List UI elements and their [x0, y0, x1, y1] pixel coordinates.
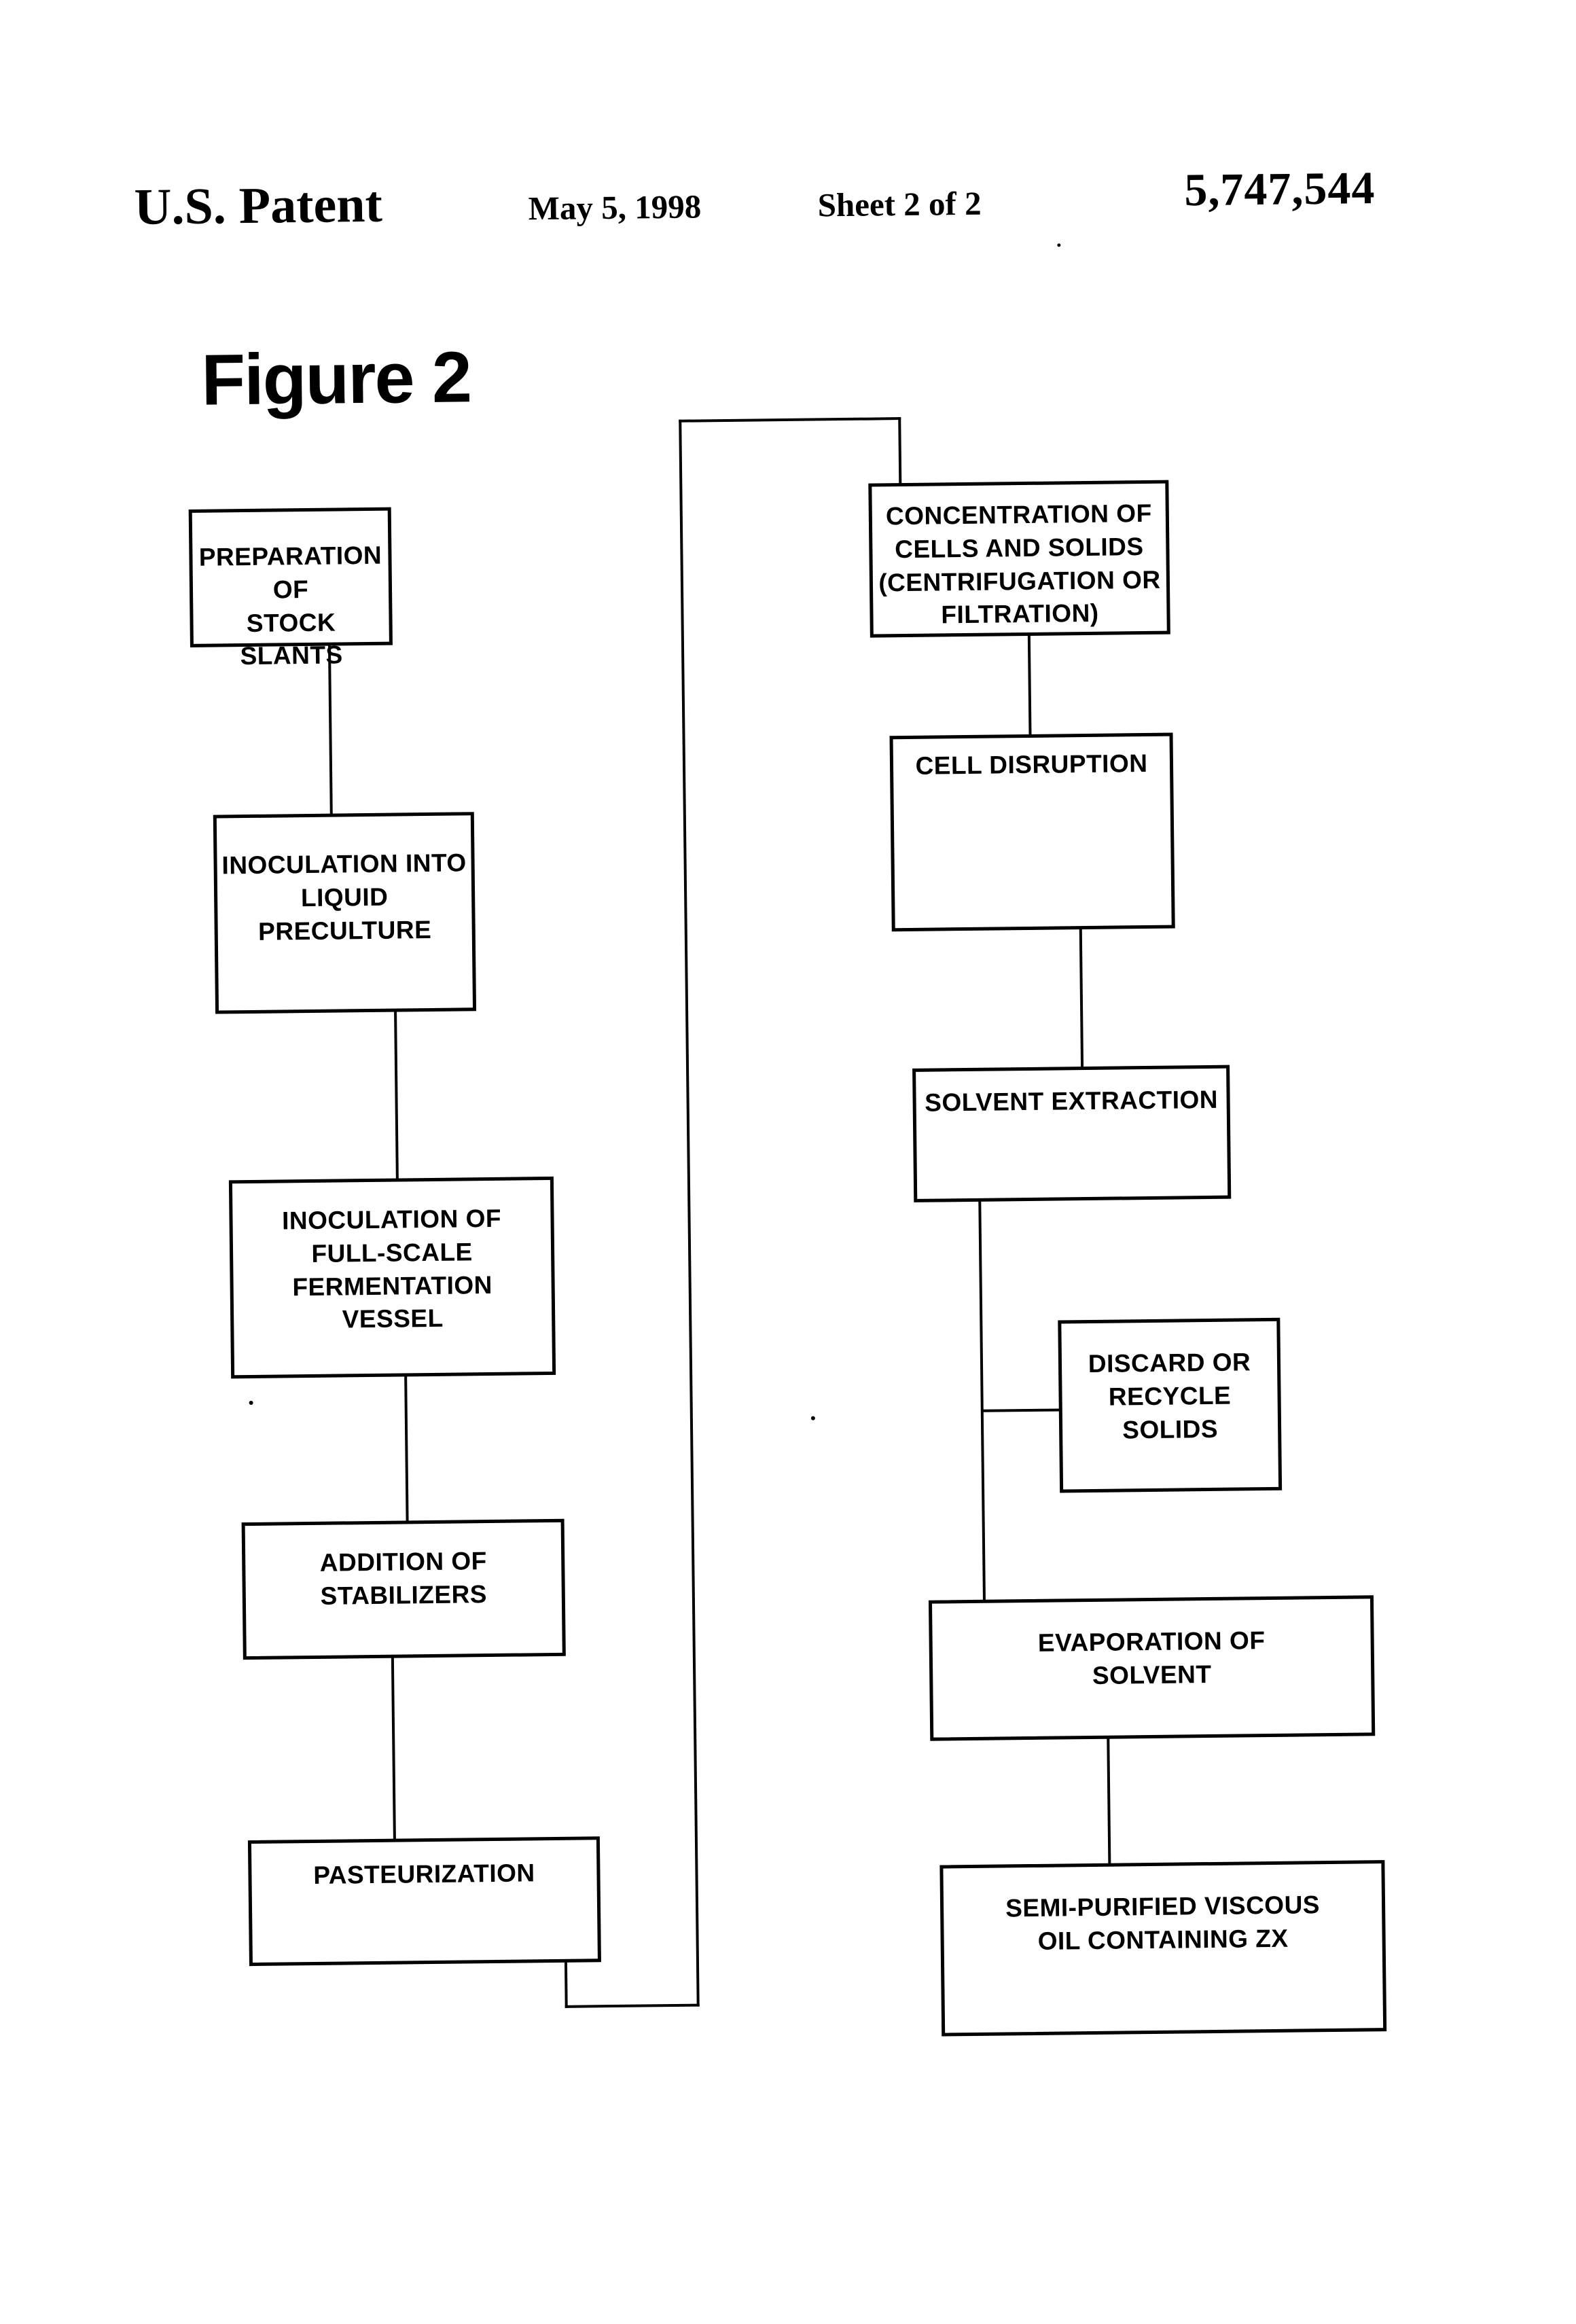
flow-box-label: CONCENTRATION OF CELLS AND SOLIDS (CENTR… — [878, 499, 1161, 629]
header-sheet-number: Sheet 2 of 2 — [817, 184, 982, 224]
flow-box-label: PREPARATION OF STOCK SLANTS — [198, 541, 382, 671]
flow-box-solvent-extraction: SOLVENT EXTRACTION — [912, 1065, 1232, 1202]
connector-fermentation-to-stabilizers — [404, 1375, 409, 1522]
scan-speck — [249, 1400, 253, 1406]
patent-number: 5,747,544 — [1183, 162, 1376, 216]
connector-evaporation-to-oil — [1107, 1737, 1111, 1865]
flow-box-label: SEMI-PURIFIED VISCOUS OIL CONTAINING ZX — [1005, 1891, 1321, 1955]
scan-speck — [1057, 243, 1061, 247]
flow-box-label: INOCULATION OF FULL-SCALE FERMENTATION V… — [281, 1204, 502, 1334]
flow-box-label: PASTEURIZATION — [313, 1859, 535, 1890]
connector-drop-to-concentration — [898, 417, 902, 486]
flow-box-stabilizers: ADDITION OF STABILIZERS — [241, 1518, 566, 1660]
connector-concentration-to-disruption — [1027, 634, 1032, 736]
connector-pasteurization-exit-stub — [564, 1961, 568, 2008]
flow-box-semi-purified-oil: SEMI-PURIFIED VISCOUS OIL CONTAINING ZX — [939, 1860, 1387, 2037]
patent-label: U.S. Patent — [134, 175, 383, 236]
flow-box-evaporation: EVAPORATION OF SOLVENT — [928, 1595, 1376, 1741]
flow-box-discard-recycle-solids: DISCARD OR RECYCLE SOLIDS — [1058, 1317, 1283, 1493]
scan-speck — [810, 1416, 815, 1420]
flow-box-label: INOCULATION INTO LIQUID PRECULTURE — [221, 848, 467, 946]
connector-bottom-horizontal — [565, 2003, 700, 2008]
connector-top-horizontal — [679, 417, 901, 423]
connector-branch-to-discard — [982, 1408, 1060, 1412]
flow-box-label: DISCARD OR RECYCLE SOLIDS — [1088, 1348, 1251, 1444]
figure-title: Figure 2 — [200, 337, 471, 421]
flow-box-pasteurization: PASTEURIZATION — [247, 1836, 601, 1967]
flow-box-label: EVAPORATION OF SOLVENT — [1037, 1626, 1266, 1690]
connector-long-vertical-riser — [679, 419, 700, 2007]
flow-box-stock-slants: PREPARATION OF STOCK SLANTS — [188, 507, 393, 671]
header-date: May 5, 1998 — [528, 187, 702, 228]
connector-stabilizers-to-pasteurization — [391, 1656, 396, 1840]
flow-box-fermentation-vessel: INOCULATION OF FULL-SCALE FERMENTATION V… — [228, 1176, 556, 1379]
connector-disruption-to-extraction — [1079, 928, 1084, 1069]
flow-box-label: ADDITION OF STABILIZERS — [319, 1547, 488, 1610]
patent-header: U.S. Patent May 5, 1998 Sheet 2 of 2 5,7… — [0, 0, 1564, 236]
flow-box-cell-disruption: CELL DISRUPTION — [889, 732, 1175, 932]
flow-box-label: CELL DISRUPTION — [915, 749, 1148, 780]
flow-box-concentration: CONCENTRATION OF CELLS AND SOLIDS (CENTR… — [868, 480, 1170, 638]
connector-extraction-to-evaporation — [978, 1200, 986, 1601]
flow-box-liquid-preculture: INOCULATION INTO LIQUID PRECULTURE — [213, 812, 477, 1014]
flow-box-label: SOLVENT EXTRACTION — [925, 1085, 1219, 1117]
connector-preculture-to-fermentation — [394, 1010, 399, 1180]
